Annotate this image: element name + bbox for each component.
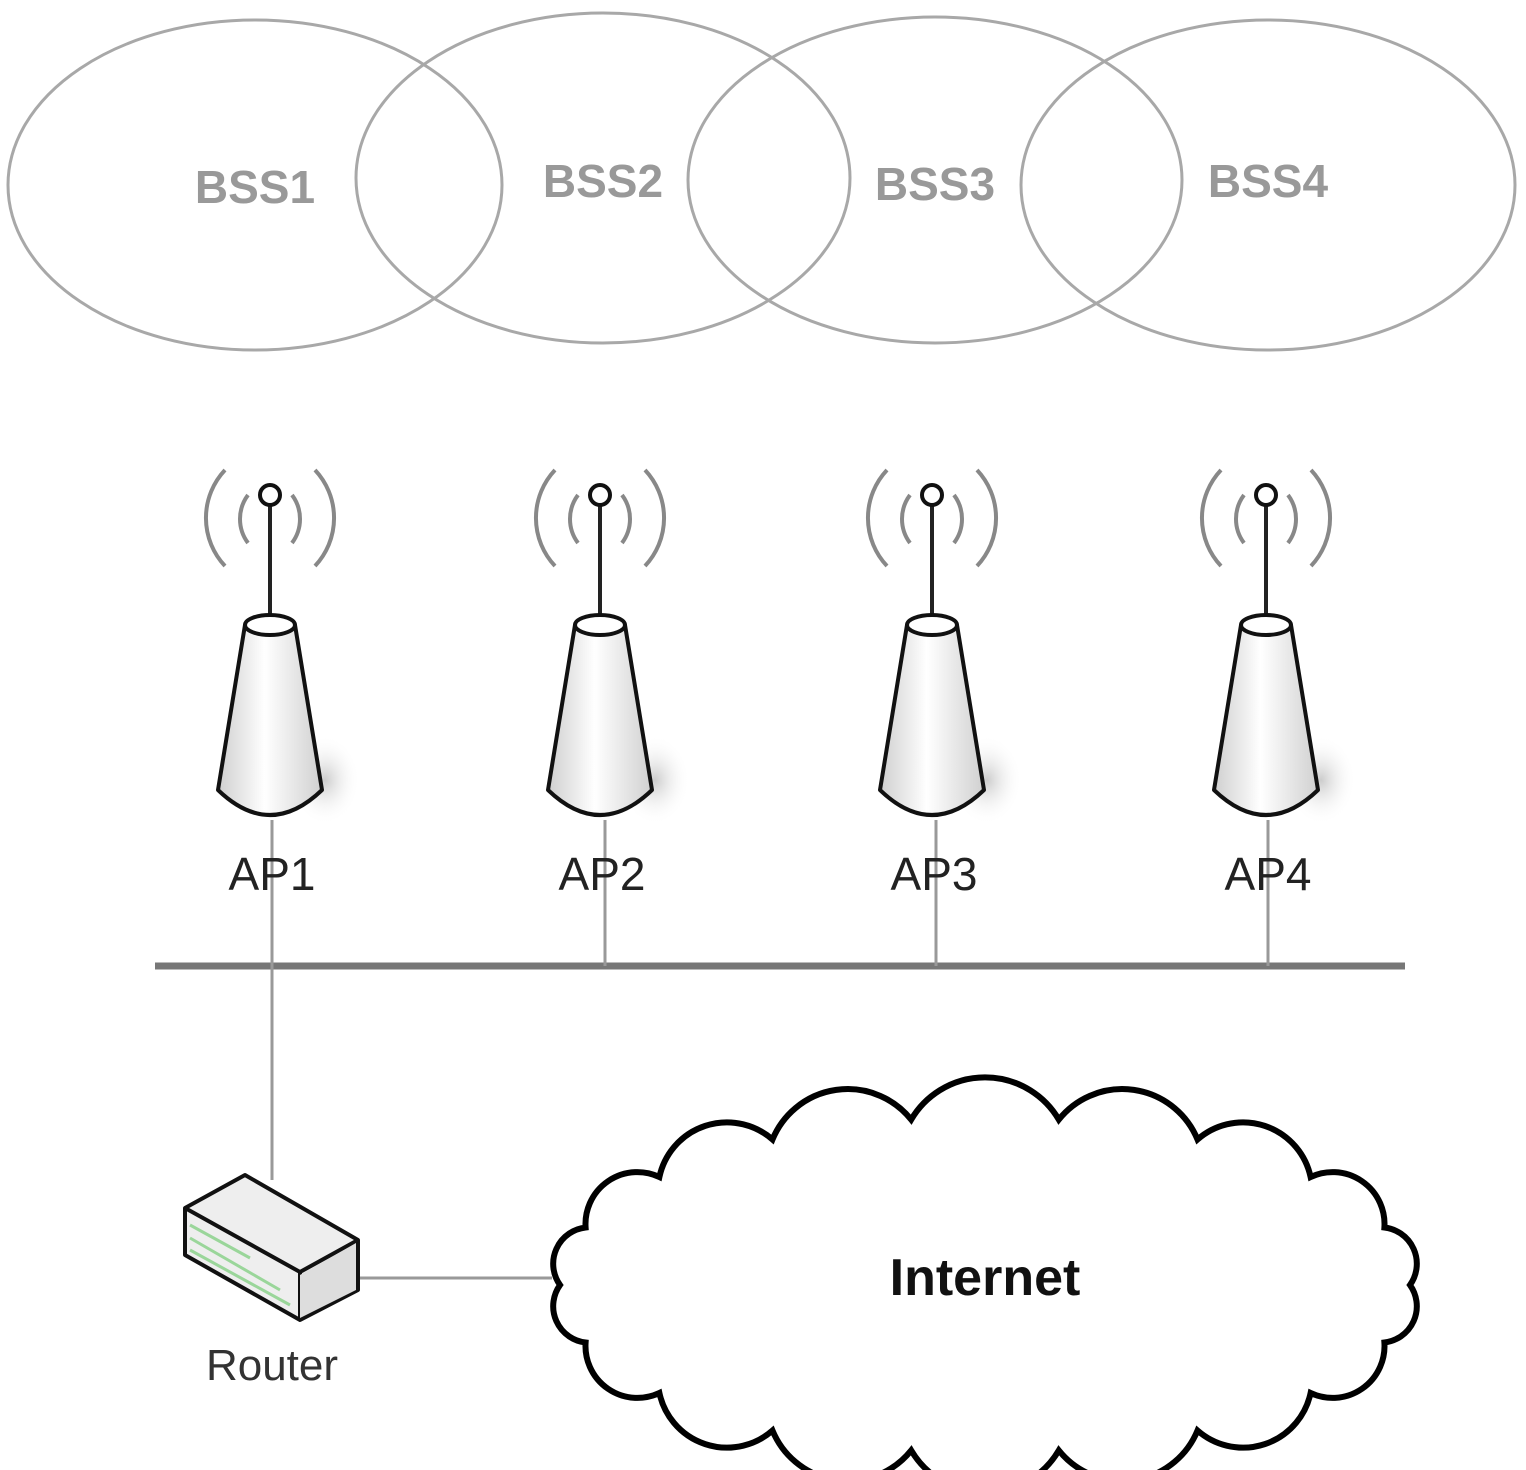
router-label: Router bbox=[206, 1341, 338, 1390]
ap4-label: AP4 bbox=[1225, 848, 1312, 900]
bss4-ellipse bbox=[1019, 18, 1517, 352]
access-points: AP1 AP2 AP3 AP4 bbox=[203, 468, 1356, 900]
bss2-label: BSS2 bbox=[543, 155, 663, 207]
bss2-ellipse bbox=[354, 11, 852, 345]
bss4-label: BSS4 bbox=[1208, 155, 1329, 207]
internet-cloud-icon bbox=[550, 1074, 1420, 1470]
ap2-icon bbox=[533, 468, 690, 825]
bss3-label: BSS3 bbox=[875, 158, 995, 210]
router-icon bbox=[183, 1173, 360, 1322]
ap3-icon bbox=[865, 468, 1022, 825]
bss-areas: BSS1 BSS2 BSS3 BSS4 bbox=[6, 11, 1517, 352]
ap4-icon bbox=[1199, 468, 1356, 825]
ap1-icon bbox=[203, 468, 360, 825]
internet-label: Internet bbox=[890, 1249, 1081, 1307]
bss1-label: BSS1 bbox=[195, 161, 315, 213]
bss1-ellipse bbox=[6, 18, 504, 352]
ap3-label: AP3 bbox=[891, 848, 978, 900]
ap2-label: AP2 bbox=[559, 848, 646, 900]
bss3-ellipse bbox=[686, 15, 1184, 345]
ap1-label: AP1 bbox=[229, 848, 316, 900]
